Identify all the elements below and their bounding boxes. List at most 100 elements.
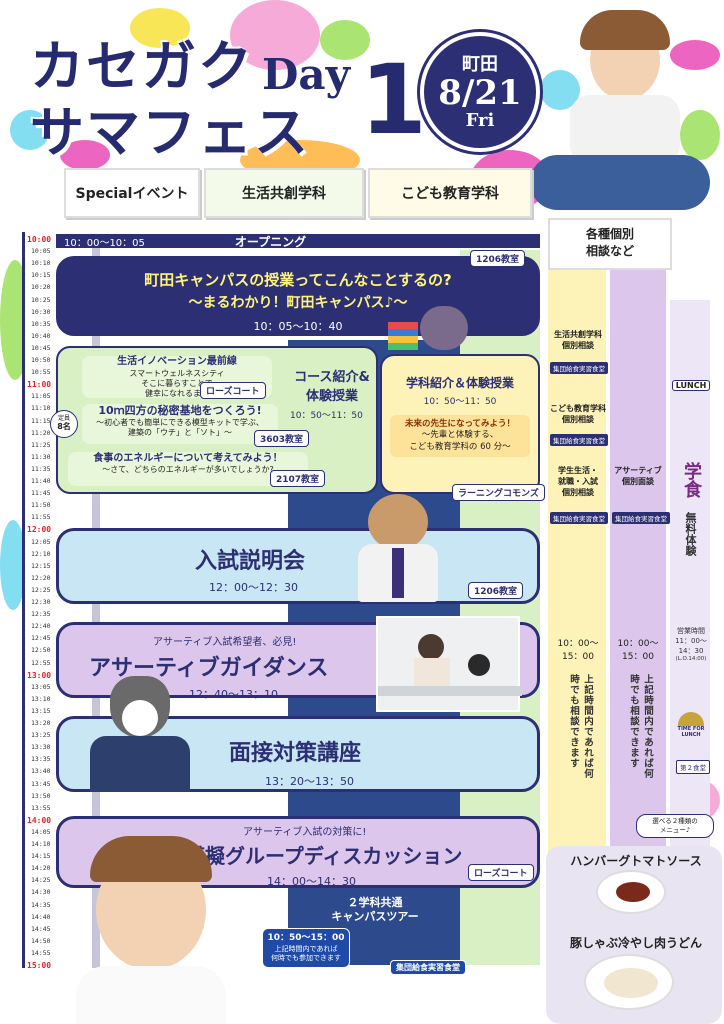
tab-child-education-dept[interactable]: こども教育学科 bbox=[368, 168, 532, 218]
tab-lifestyle-dept[interactable]: 生活共創学科 bbox=[204, 168, 364, 218]
lunch-hours-label: 営業時間 bbox=[677, 627, 705, 635]
time-tick: 13:15 bbox=[31, 706, 51, 715]
time-tick: 14:20 bbox=[31, 864, 51, 873]
assertive-interview[interactable]: アサーティブ 個別面談 bbox=[610, 466, 666, 488]
course-intro-title: コース紹介& 体験授業 bbox=[282, 366, 382, 404]
time-tick: 13:50 bbox=[31, 791, 51, 800]
time-tick: 10:15 bbox=[31, 271, 51, 280]
event-campus-intro-subtitle: 〜まるわかり！町田キャンパス♪〜 bbox=[188, 295, 408, 311]
time-tick: 10:05 bbox=[31, 247, 51, 256]
session-food-energy[interactable]: 食事のエネルギーについて考えてみよう！ 〜さて、どちらのエネルギーが多いでしょう… bbox=[68, 452, 308, 486]
tour-note1: 上記時間内であれば bbox=[274, 944, 338, 953]
session1-line2: スマートウェルネスシティ bbox=[129, 368, 225, 378]
time-tick: 10:10 bbox=[31, 259, 51, 268]
time-tick: 14:10 bbox=[31, 840, 51, 848]
time-tick: 10:25 bbox=[31, 295, 51, 304]
session-lifestyle-innovation[interactable]: 生活イノベーション最前線 スマートウェルネスシティ そこに暮らすことで 健幸にな… bbox=[82, 356, 272, 398]
lunch-hours: 営業時間 11：00〜 14：30 (L.O.14:00) bbox=[670, 626, 712, 664]
interview-time: 13：20〜13：50 bbox=[265, 775, 354, 788]
time-tick: 10:35 bbox=[31, 319, 51, 328]
assertive-time: 12：40〜13：10 bbox=[189, 688, 278, 701]
time-tick: 11:20 bbox=[31, 428, 51, 437]
time-tick: 10:50 bbox=[31, 356, 51, 364]
course-intro-title-line2: 体験授業 bbox=[305, 389, 358, 404]
consult-child[interactable]: こども教育学科 個別相談 bbox=[548, 404, 608, 426]
consult-time2: 15：00 bbox=[562, 651, 594, 662]
session2-line3: 建築の「ウチ」と「ソト」〜 bbox=[128, 427, 232, 437]
time-tick: 13:45 bbox=[31, 779, 51, 788]
session-secret-base[interactable]: 10ｍ四方の秘密基地をつくろう! 〜初心者でも簡単にできる模型キットで学ぶ、 建… bbox=[82, 404, 278, 444]
time-tick: 11:10 bbox=[31, 404, 51, 413]
group-time: 14：00〜14：30 bbox=[267, 875, 356, 888]
session1-line3: そこに暮らすことで bbox=[141, 378, 213, 388]
time-tick: 13:35 bbox=[31, 755, 51, 764]
time-tick: 12:45 bbox=[31, 634, 51, 643]
dept-intro-room: ラーニングコモンズ bbox=[452, 484, 545, 501]
tab-consultation[interactable]: 各種個別 相談など bbox=[548, 218, 672, 270]
time-tick: 12:00 bbox=[27, 525, 52, 535]
dept-intro-title: 学科紹介＆体験授業 bbox=[405, 376, 514, 390]
time-tick: 14:35 bbox=[31, 900, 51, 909]
session2-title: 10ｍ四方の秘密基地をつくろう! bbox=[98, 404, 262, 417]
tour-room: 集団給食実習食堂 bbox=[390, 960, 466, 975]
time-tick: 10:45 bbox=[31, 343, 51, 352]
time-tick: 12:10 bbox=[31, 549, 51, 558]
time-tick: 14:40 bbox=[31, 912, 51, 921]
menu-item-hamburg: ハンバーグトマトソース bbox=[570, 854, 702, 868]
girl-photo-bottom bbox=[56, 836, 246, 1024]
consult-lifestyle[interactable]: 生活共創学科 個別相談 bbox=[548, 330, 608, 352]
tab-special-event[interactable]: Specialイベント bbox=[64, 168, 200, 218]
time-tick: 11:15 bbox=[31, 416, 51, 425]
time-tick: 11:05 bbox=[31, 392, 51, 401]
time-tick: 12:30 bbox=[31, 598, 51, 606]
time-tick: 12:55 bbox=[31, 658, 51, 667]
time-tick: 13:40 bbox=[31, 767, 51, 776]
time-tick: 12:20 bbox=[31, 573, 51, 582]
dept-intro-desc2: 〜先輩と体験する、 bbox=[421, 430, 499, 441]
consult-note: 上記時間内であれば何時でも相談できます bbox=[568, 674, 593, 779]
title-line2: サマフェス bbox=[30, 101, 310, 164]
time-tick: 14:50 bbox=[31, 936, 51, 945]
consult1-title1: 生活共創学科 bbox=[554, 330, 602, 339]
cat-mascot-image bbox=[338, 494, 458, 604]
badge-line1: TIME FOR bbox=[677, 726, 705, 732]
time-tick: 13:05 bbox=[31, 682, 51, 691]
time-tick: 15:00 bbox=[27, 961, 52, 970]
assertive-pre: アサーティブ入試希望者、必見! bbox=[153, 637, 297, 648]
session1-line4: 健幸になれるまち bbox=[145, 388, 209, 398]
session2-room: 3603教室 bbox=[254, 430, 310, 447]
session1-title: 生活イノベーション最前線 bbox=[117, 356, 237, 367]
time-tick: 12:15 bbox=[31, 561, 51, 570]
time-tick: 11:30 bbox=[31, 452, 51, 461]
time-tick: 10:00 bbox=[27, 235, 52, 244]
title-day-number: 1 bbox=[360, 44, 427, 156]
consult-student-life[interactable]: 学生生活・ 就職・入試 個別相談 bbox=[548, 466, 608, 498]
session2-line2: 〜初心者でも簡単にできる模型キットで学ぶ、 bbox=[96, 417, 264, 427]
event-admission[interactable]: 入試説明会 12：00〜12：30 bbox=[56, 528, 540, 604]
interview-title: 面接対策講座 bbox=[229, 741, 362, 766]
time-tick: 10:30 bbox=[31, 307, 51, 316]
assertive-time1: 10：00〜 bbox=[617, 639, 659, 649]
tour-note2: 何時でも参加できます bbox=[271, 953, 341, 962]
course-intro-title-line1: コース紹介& bbox=[294, 370, 370, 385]
menu-note1: 選べる２種類の bbox=[652, 817, 698, 825]
event-campus-intro-title: 町田キャンパスの授業ってこんなことするの? bbox=[144, 271, 452, 289]
assertive-interview-title2: 個別面談 bbox=[622, 476, 654, 486]
time-tick: 13:25 bbox=[31, 731, 51, 740]
dept-intro-box[interactable]: 学科紹介＆体験授業 10：50〜11：50 未来の先生になってみよう！ 〜先輩と… bbox=[380, 354, 540, 494]
group-room: ローズコート bbox=[468, 864, 534, 881]
assertive-interview-room: 集団給食実習食堂 bbox=[612, 512, 670, 524]
assertive-time2: 15：00 bbox=[622, 651, 654, 662]
time-tick: 10:20 bbox=[31, 283, 51, 292]
consult-time1: 10：00〜 bbox=[557, 639, 599, 649]
date-badge: 町田 8/21 Fri bbox=[420, 32, 540, 152]
capacity-value: 8名 bbox=[57, 422, 71, 432]
consult-time: 10：00〜 15：00 bbox=[548, 638, 608, 663]
consult1-room: 集団給食実習食堂 bbox=[550, 362, 608, 374]
time-tick: 14:25 bbox=[31, 876, 51, 885]
time-axis: 10:00 10:05 10:10 10:15 10:20 10:25 10:30 10:35… bbox=[22, 232, 52, 970]
assertive-note: 上記時間内であれば何時でも相談できます bbox=[628, 674, 653, 779]
consult2-title1: こども教育学科 bbox=[550, 404, 606, 413]
capacity-badge: 定員 8名 bbox=[50, 410, 78, 438]
capacity-label: 定員 bbox=[57, 415, 70, 422]
